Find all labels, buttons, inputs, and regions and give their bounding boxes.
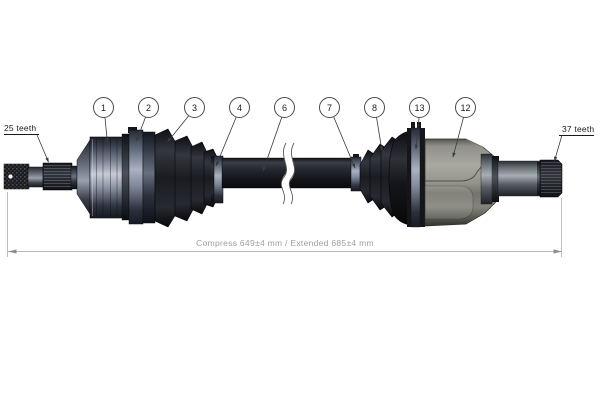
callout-2: 2: [138, 97, 159, 118]
length-dimension-label: Compress 649±4 mm / Extended 685±4 mm: [196, 238, 374, 248]
callout-13: 13: [409, 97, 430, 118]
callout-8: 8: [364, 97, 385, 118]
callout-1: 1: [93, 97, 114, 118]
callout-12: 12: [455, 97, 476, 118]
callout-6: 6: [274, 97, 295, 118]
dimension-lines: [7, 192, 562, 257]
callout-3: 3: [184, 97, 205, 118]
axle-parts: [3, 122, 563, 228]
right-spline-teeth-label: 37 teeth: [559, 124, 595, 136]
left-spline-teeth-label: 25 teeth: [4, 123, 40, 135]
callout-7: 7: [319, 97, 340, 118]
callout-4: 4: [229, 97, 250, 118]
